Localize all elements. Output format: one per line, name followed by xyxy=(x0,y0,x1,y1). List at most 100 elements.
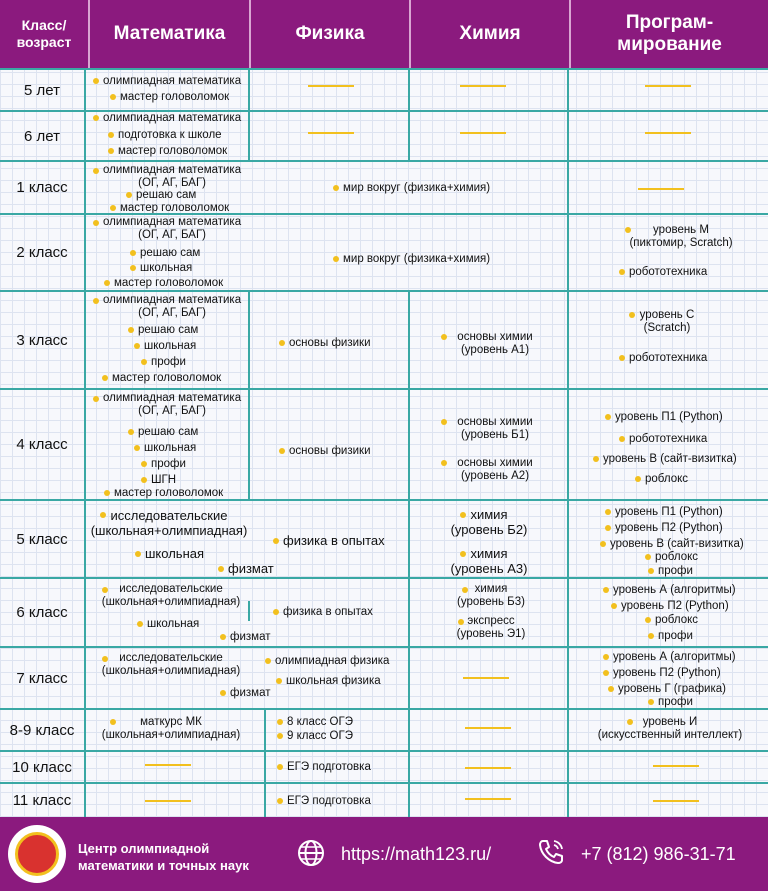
course-item: физика в опытах xyxy=(283,606,373,618)
age-cell: 4 класс xyxy=(0,390,86,499)
footer: Центр олимпиадной математики и точных на… xyxy=(0,817,768,891)
age-cell: 6 лет xyxy=(0,112,86,160)
course-item: 8 класс ОГЭ xyxy=(287,716,353,728)
course-item: олимпиадная математика (ОГ, АГ, БАГ) xyxy=(103,392,242,417)
table-row: 1 класс олимпиадная математика (ОГ, АГ, … xyxy=(0,160,768,214)
bullet-icon xyxy=(102,375,108,381)
course-item: ЕГЭ подготовка xyxy=(287,761,371,773)
course-item: уровень П1 (Python) xyxy=(615,411,723,423)
course-item: школьная xyxy=(144,340,197,352)
bullet-icon xyxy=(265,658,271,664)
phone-icon xyxy=(539,840,563,864)
bullet-icon xyxy=(104,280,110,286)
course-item: уровень С (Scratch) xyxy=(639,309,695,334)
bullet-icon xyxy=(102,587,108,593)
course-item: уровень В (сайт-визитка) xyxy=(603,453,737,465)
column-divider xyxy=(264,784,266,817)
bullet-icon xyxy=(279,340,285,346)
bullet-icon xyxy=(441,419,447,425)
bullet-icon xyxy=(603,654,609,660)
course-item: профи xyxy=(151,458,186,470)
course-item: решаю сам xyxy=(140,247,201,259)
column-divider xyxy=(567,648,569,708)
bullet-icon xyxy=(629,312,635,318)
course-item: маткурс МК (школьная+олимпиадная) xyxy=(101,716,241,741)
bullet-icon xyxy=(619,436,625,442)
table-row: 8-9 класс маткурс МК (школьная+олимпиадн… xyxy=(0,708,768,750)
column-divider xyxy=(248,292,250,388)
course-item: подготовка к школе xyxy=(118,129,222,141)
column-divider xyxy=(264,752,266,782)
course-item: школьная физика xyxy=(286,675,381,687)
course-item: уровень Г (графика) xyxy=(618,683,726,695)
bullet-icon xyxy=(141,477,147,483)
bullet-icon xyxy=(100,512,106,518)
bullet-icon xyxy=(93,78,99,84)
age-cell: 7 класс xyxy=(0,648,86,708)
bullet-icon xyxy=(110,94,116,100)
age-cell: 10 класс xyxy=(0,752,86,782)
course-item: уровень И (искусственный интеллект) xyxy=(597,716,743,741)
column-divider xyxy=(248,601,250,621)
bullet-icon xyxy=(619,355,625,361)
no-course-dash xyxy=(145,800,191,802)
course-item: исследовательские (школьная+олимпиадная) xyxy=(90,508,248,538)
course-item: физмат xyxy=(230,687,271,699)
course-item: химия (уровень А3) xyxy=(450,546,528,576)
column-divider xyxy=(408,70,410,110)
bullet-icon xyxy=(220,690,226,696)
no-course-dash xyxy=(465,767,511,769)
course-item: основы физики xyxy=(289,445,371,457)
bullet-icon xyxy=(462,587,468,593)
course-item: решаю сам xyxy=(136,189,197,201)
course-item: решаю сам xyxy=(138,324,199,336)
course-item: мастер головоломок xyxy=(118,145,228,157)
no-course-dash xyxy=(308,132,354,134)
bullet-icon xyxy=(110,205,116,211)
bullet-icon xyxy=(93,396,99,402)
bullet-icon xyxy=(627,719,633,725)
website-link[interactable]: https://math123.ru/ xyxy=(341,844,492,864)
course-item: основы химии (уровень Б1) xyxy=(457,416,533,441)
course-item: школьная xyxy=(147,618,200,630)
bullet-icon xyxy=(93,298,99,304)
course-item: школьная xyxy=(145,546,205,561)
no-course-dash xyxy=(145,764,191,766)
course-item: физмат xyxy=(230,631,271,643)
course-item: уровень П2 (Python) xyxy=(621,600,729,612)
course-item: олимпиадная физика xyxy=(275,655,390,667)
bullet-icon xyxy=(333,256,339,262)
bullet-icon xyxy=(220,634,226,640)
column-divider xyxy=(567,710,569,750)
course-item: олимпиадная математика (ОГ, АГ, БАГ) xyxy=(103,216,242,241)
bullet-icon xyxy=(134,343,140,349)
column-divider xyxy=(567,501,569,577)
course-item: профи xyxy=(658,565,693,577)
bullet-icon xyxy=(648,568,654,574)
logo-icon xyxy=(8,825,66,883)
course-item: профи xyxy=(658,696,693,708)
bullet-icon xyxy=(441,334,447,340)
bullet-icon xyxy=(93,168,99,174)
column-divider xyxy=(567,215,569,290)
course-item: профи xyxy=(658,630,693,642)
no-course-dash xyxy=(308,85,354,87)
table-row: 11 класс ЕГЭ подготовка xyxy=(0,782,768,817)
phone-number[interactable]: +7 (812) 986-31-71 xyxy=(581,844,736,864)
column-divider xyxy=(408,579,410,646)
course-item: исследовательские (школьная+олимпиадная) xyxy=(101,652,241,677)
bullet-icon xyxy=(645,617,651,623)
bullet-icon xyxy=(130,250,136,256)
table-row: 4 класс олимпиадная математика (ОГ, АГ, … xyxy=(0,388,768,499)
column-divider xyxy=(567,579,569,646)
course-item: мастер головоломок xyxy=(114,277,224,289)
bullet-icon xyxy=(333,185,339,191)
course-item: мир вокруг (физика+химия) xyxy=(343,253,491,265)
course-item: 9 класс ОГЭ xyxy=(287,730,353,742)
course-item: робототехника xyxy=(629,352,708,364)
table-header: Класс/ возраст Математика Физика Химия П… xyxy=(0,0,768,68)
bullet-icon xyxy=(273,538,279,544)
column-divider xyxy=(408,112,410,160)
course-item: основы химии (уровень А1) xyxy=(457,331,533,356)
course-item: уровень А (алгоритмы) xyxy=(613,584,736,596)
